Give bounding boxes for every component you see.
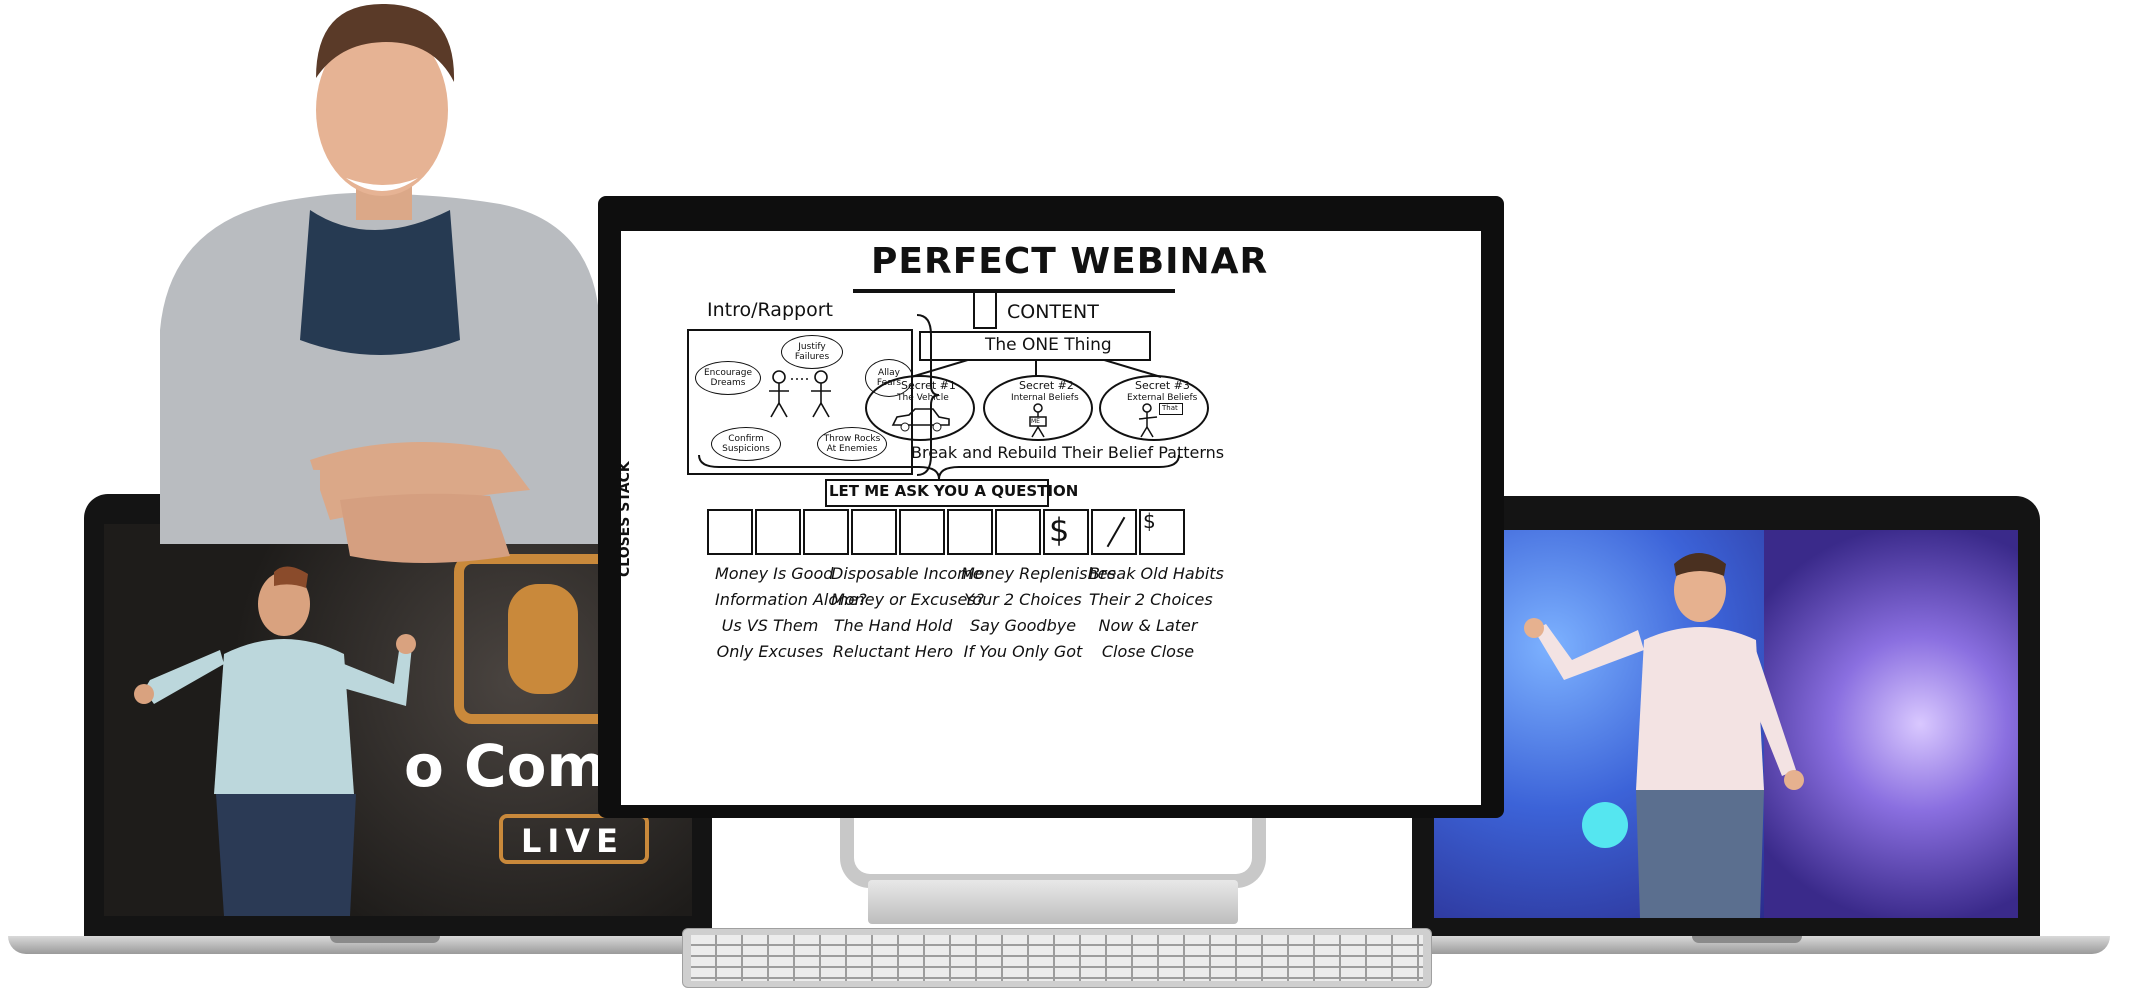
closes-col-2-item-1: Disposable Income — [831, 564, 983, 583]
closes-col-1-item-4: Only Excuses — [716, 642, 824, 661]
closes-col-4-item-3: Now & Later — [1098, 616, 1198, 635]
secret-2-figure — [1029, 403, 1047, 438]
one-thing-label: The ONE Thing — [985, 335, 1112, 355]
car-icon — [891, 408, 950, 432]
question-box — [825, 479, 1049, 507]
closes-col-2-item-2: Money or Excuses? — [831, 590, 985, 609]
right-laptop-screen — [1434, 530, 2018, 918]
right-laptop — [1412, 496, 2040, 940]
close-box-dollar-down: $ — [1143, 509, 1156, 533]
monitor-stand-base — [868, 880, 1238, 924]
closes-col-3-item-2: Your 2 Choices — [964, 590, 1082, 609]
closes-col-3: Money Replenishes Your 2 Choices Say Goo… — [961, 561, 1116, 665]
break-rebuild-label: Break and Rebuild Their Belief Patterns — [911, 443, 1225, 462]
close-box-10 — [1139, 509, 1185, 555]
close-box-2 — [755, 509, 801, 555]
closes-col-3-item-3: Say Goodbye — [969, 616, 1077, 635]
domino-icon — [973, 289, 997, 329]
closes-stack-label: CLOSES STACK — [621, 461, 633, 577]
monitor-stand-arm — [840, 818, 1266, 888]
intro-bubble-2: Justify Failures — [781, 335, 843, 369]
secret-3-sub: External Beliefs — [1127, 393, 1198, 403]
intro-stick-figures — [769, 370, 831, 418]
secret-2-title: Secret #2 — [1019, 379, 1074, 392]
presenter-photo — [160, 3, 600, 563]
closes-col-4: Break Old Habits Their 2 Choices Now & L… — [1089, 561, 1224, 665]
closes-col-4-item-4: Close Close — [1101, 642, 1195, 661]
intro-label: Intro/Rapport — [707, 299, 833, 321]
screen-face-backdrop — [1764, 530, 2018, 918]
right-laptop-base — [1380, 936, 2110, 954]
secret-1-title: Secret #1 — [901, 379, 956, 392]
secret-2-oval — [983, 375, 1093, 441]
closes-stack-boxes: $ $ — [707, 509, 1197, 555]
close-box-1 — [707, 509, 753, 555]
screen-glow-orb — [1582, 802, 1628, 848]
secret-3-figure — [1138, 403, 1158, 438]
closes-col-2-item-3: The Hand Hold — [833, 616, 953, 635]
closes-col-3-item-4: If You Only Got — [963, 642, 1083, 661]
webinar-title: PERFECT WEBINAR — [871, 241, 1269, 282]
close-box-6 — [947, 509, 993, 555]
sign-badge-text: LIVE — [521, 822, 624, 860]
secret-2-sub: Internal Beliefs — [1011, 393, 1079, 403]
intro-bubble-1: Encourage Dreams — [695, 361, 761, 395]
closes-col-1-item-1: Money Is Good — [715, 564, 834, 583]
keyboard-keys — [691, 935, 1423, 981]
secret-3-tag-box — [1159, 403, 1183, 415]
question-label: LET ME ASK YOU A QUESTION — [829, 482, 1079, 500]
close-box-8 — [1043, 509, 1089, 555]
closes-col-3-item-1: Money Replenishes — [961, 564, 1116, 583]
close-box-dollar: $ — [1049, 511, 1070, 549]
secret-3-oval — [1099, 375, 1209, 441]
closes-col-4-item-2: Their 2 Choices — [1089, 590, 1213, 609]
right-laptop-notch — [1692, 936, 1802, 943]
closes-col-1-item-3: Us VS Them — [721, 616, 819, 635]
close-box-9 — [1091, 509, 1137, 555]
sign-logo-dots — [508, 584, 578, 694]
closes-col-2: Disposable Income Money or Excuses? The … — [831, 561, 985, 665]
title-underline — [853, 289, 1175, 293]
closes-col-4-item-1: Break Old Habits — [1089, 564, 1224, 583]
secret-3-that-tag: That — [1162, 404, 1178, 412]
left-laptop-screen: o Comm LIVE — [104, 524, 692, 916]
close-box-5 — [899, 509, 945, 555]
close-box-7 — [995, 509, 1041, 555]
content-brace — [698, 454, 1180, 480]
close-box-4 — [851, 509, 897, 555]
sign-badge: LIVE — [499, 814, 649, 864]
secret-2-me-tag: ME — [1031, 418, 1040, 425]
content-label: CONTENT — [1007, 301, 1099, 323]
closes-col-2-item-4: Reluctant Hero — [832, 642, 954, 661]
monitor-screen-whiteboard: PERFECT WEBINAR Intro/Rapport Encourage … — [621, 231, 1481, 805]
desktop-monitor: PERFECT WEBINAR Intro/Rapport Encourage … — [598, 196, 1504, 818]
speaker-right-figure — [1524, 553, 1804, 918]
speaker-left-figure — [134, 566, 416, 916]
close-box-3 — [803, 509, 849, 555]
secret-3-title: Secret #3 — [1135, 379, 1190, 392]
left-laptop-base — [8, 936, 788, 954]
closes-col-1: Money Is Good Information Alone? Us VS T… — [715, 561, 867, 665]
intro-bubble-5: Throw Rocks At Enemies — [817, 427, 887, 461]
intro-bubble-4: Confirm Suspicions — [711, 427, 781, 461]
keyboard — [682, 928, 1432, 988]
one-thing-connectors — [911, 359, 1162, 378]
secret-1-oval — [865, 375, 975, 441]
secret-1-sub: The Vehicle — [897, 393, 949, 403]
closes-col-1-item-2: Information Alone? — [715, 590, 867, 609]
left-laptop-notch — [330, 936, 440, 943]
